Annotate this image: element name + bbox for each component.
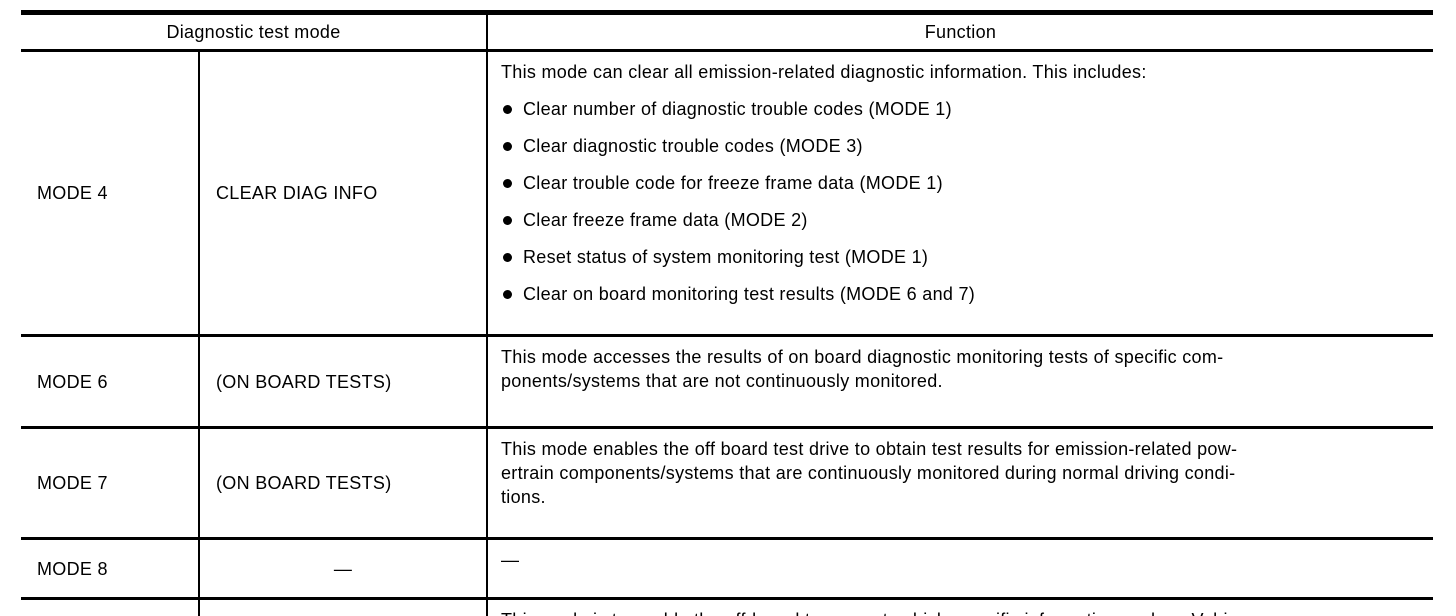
function-cell: This mode is to enable the off-board to … [486,598,1433,616]
table-row-mode8: MODE 8 — — [21,538,1433,600]
function-cell: This mode enables the off board test dri… [486,427,1433,540]
bullet-item: Clear freeze frame data (MODE 2) [501,208,1423,232]
table-row-mode7: MODE 7 (ON BOARD TESTS) This mode enable… [21,427,1433,540]
bullet-icon [503,179,512,188]
function-cell: This mode accesses the results of on boa… [486,335,1433,429]
function-text: This mode enables the off board test dri… [501,439,1238,507]
header-function: Function [486,12,1433,52]
bullet-icon [503,142,512,151]
mode-cell: MODE 8 [21,538,199,600]
mode-cell: MODE 9 [21,599,199,616]
mode-cell: MODE 6 [21,335,199,429]
function-intro-text: This mode can clear all emission-related… [501,62,1147,82]
mode-name-cell: — [198,538,487,600]
function-text: This mode accesses the results of on boa… [501,347,1224,391]
bullet-text: Clear freeze frame data (MODE 2) [523,210,808,230]
function-text: — [501,550,520,570]
mode-name-cell: CLEAR DIAG INFO [198,50,487,337]
bullet-icon [503,253,512,262]
header-diagnostic-test-mode: Diagnostic test mode [21,12,487,52]
function-cell: This mode can clear all emission-related… [486,50,1433,337]
mode-cell: MODE 4 [21,50,199,337]
bullet-text: Clear diagnostic trouble codes (MODE 3) [523,136,863,156]
function-cell: — [486,538,1433,600]
bullet-icon [503,105,512,114]
table-header-row: Diagnostic test mode Function [21,12,1433,52]
mode-name-cell: (ON BOARD TESTS) [198,335,487,429]
bullet-text: Clear on board monitoring test results (… [523,284,976,304]
table-row-mode4: MODE 4 CLEAR DIAG INFO This mode can cle… [21,50,1433,337]
mode-cell: MODE 7 [21,427,199,540]
mode-name-cell: (CALIBRATION ID) [198,598,487,616]
mode-name-cell: (ON BOARD TESTS) [198,427,487,540]
diagnostic-test-mode-table: Diagnostic test mode Function MODE 4 CLE… [21,10,1433,616]
diagnostic-table-container: Diagnostic test mode Function MODE 4 CLE… [21,10,1433,616]
bullet-icon [503,290,512,299]
bullet-item: Clear diagnostic trouble codes (MODE 3) [501,134,1423,158]
bullet-text: Clear number of diagnostic trouble codes… [523,99,952,119]
table-row-mode6: MODE 6 (ON BOARD TESTS) This mode access… [21,335,1433,429]
function-text: This mode is to enable the off-board to … [501,608,1423,616]
bullet-item: Reset status of system monitoring test (… [501,245,1423,269]
bullet-text: Reset status of system monitoring test (… [523,247,929,267]
table-row-mode9: MODE 9 (CALIBRATION ID) This mode is to … [21,598,1433,616]
bullet-item: Clear trouble code for freeze frame data… [501,171,1423,195]
bullet-item: Clear number of diagnostic trouble codes… [501,97,1423,121]
bullet-item: Clear on board monitoring test results (… [501,282,1423,306]
bullet-icon [503,216,512,225]
bullet-text: Clear trouble code for freeze frame data… [523,173,943,193]
